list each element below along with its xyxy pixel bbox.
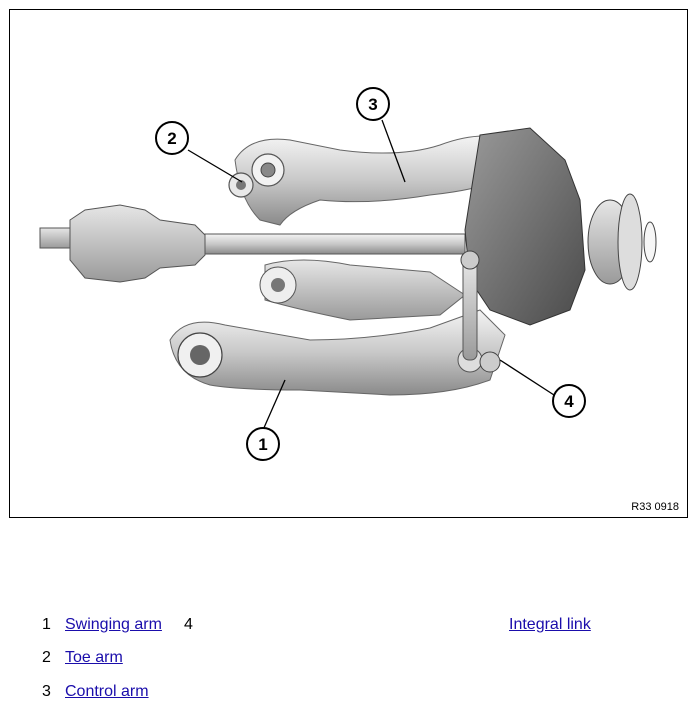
drive-shaft [39, 204, 466, 283]
swinging-arm-part [169, 309, 506, 396]
legend-number-2: 2 [42, 649, 51, 666]
legend-number-3: 3 [42, 683, 51, 700]
figure-code: R33 0918 [631, 501, 679, 513]
legend-number-1: 1 [42, 616, 51, 633]
callout-1: 1 [246, 427, 280, 461]
svg-text:1: 1 [258, 435, 267, 454]
legend-number-4: 4 [184, 616, 193, 633]
callout-2: 2 [155, 121, 189, 155]
middle-link [259, 259, 466, 321]
legend-link-toe-arm[interactable]: Toe arm [65, 649, 123, 666]
legend-link-swinging-arm[interactable]: Swinging arm [65, 616, 162, 633]
callout-3: 3 [356, 87, 390, 121]
rear-suspension-illustration: 1 2 3 4 [39, 87, 657, 461]
toe-arm-part [228, 172, 254, 198]
svg-text:4: 4 [564, 392, 574, 411]
legend-link-integral-link[interactable]: Integral link [509, 616, 591, 633]
callout-leaders [187, 119, 555, 431]
wheel-carrier [464, 127, 657, 326]
integral-link-part [460, 250, 501, 373]
svg-text:3: 3 [368, 95, 377, 114]
suspension-illustration-frame: 1 2 3 4 R33 0918 [9, 9, 688, 518]
legend-link-control-arm[interactable]: Control arm [65, 683, 149, 700]
callout-4: 4 [552, 384, 586, 418]
svg-text:2: 2 [167, 129, 176, 148]
